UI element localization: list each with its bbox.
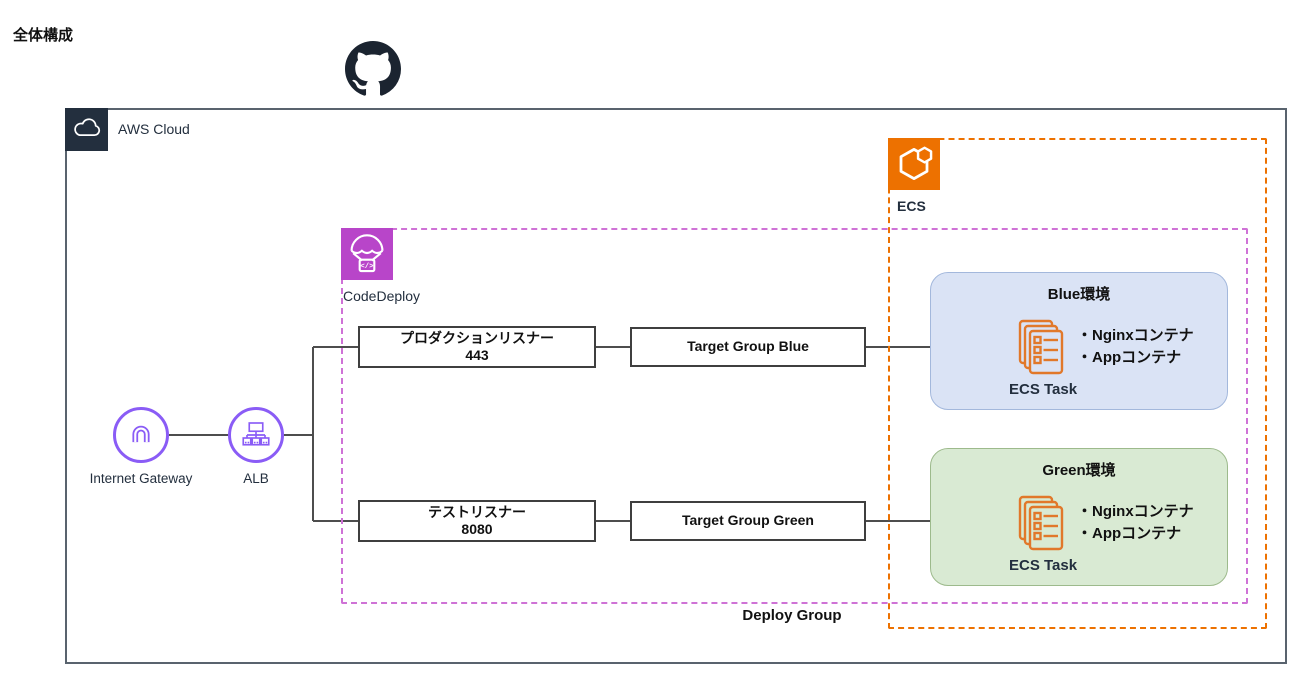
node-test-listener: テストリスナー 8080 [358,500,596,542]
ecs-task-label: ECS Task [1009,381,1078,398]
test-listener-name: テストリスナー [428,503,526,520]
aws-cloud-label: AWS Cloud [118,121,190,137]
test-listener-port: 8080 [461,521,493,537]
codedeploy-label: CodeDeploy [343,288,421,304]
internet-gateway-icon [113,407,169,463]
ecs-task-label: ECS Task [1009,557,1078,574]
page-title: 全体構成 [13,27,74,44]
container-item: ・Appコンテナ [1077,348,1182,366]
ecs-group [888,138,1267,629]
github-icon [345,41,401,97]
env-blue-title: Blue環境 [1047,286,1111,303]
alb-icon [228,407,284,463]
production-listener-port: 443 [465,347,489,363]
node-target-group-green: Target Group Green [630,501,866,541]
node-target-group-blue: Target Group Blue [630,327,866,367]
ecs-group-label: ECS [897,198,926,214]
ecs-task-icon [1017,494,1065,552]
container-item: ・Appコンテナ [1077,524,1182,542]
deploy-group-label: Deploy Group [742,607,842,624]
alb-label: ALB [243,471,269,486]
container-item: ・Nginxコンテナ [1077,503,1194,520]
aws-cloud-group [65,108,1287,664]
deploy-group [341,228,1248,604]
node-production-listener: プロダクションリスナー 443 [358,326,596,368]
target-group-green-label: Target Group Green [682,512,814,529]
code-glyph: </> [360,263,374,271]
env-green: Green環境 ・Nginxコンテナ ・Appコンテナ ECS Task [930,448,1228,586]
container-item: ・Nginxコンテナ [1077,327,1194,344]
env-blue: Blue環境 ・Nginxコンテナ ・Appコンテナ ECS Task [930,272,1228,410]
production-listener-name: プロダクションリスナー [400,329,554,346]
env-green-title: Green環境 [1042,462,1116,479]
env-green-containers: ・Nginxコンテナ ・Appコンテナ [1077,501,1194,545]
ecs-icon [888,138,940,190]
codedeploy-icon: </> [341,228,393,280]
env-blue-containers: ・Nginxコンテナ ・Appコンテナ [1077,325,1194,369]
aws-cloud-icon [65,108,108,151]
internet-gateway-label: Internet Gateway [89,471,193,486]
ecs-task-icon [1017,318,1065,376]
target-group-blue-label: Target Group Blue [687,338,809,355]
